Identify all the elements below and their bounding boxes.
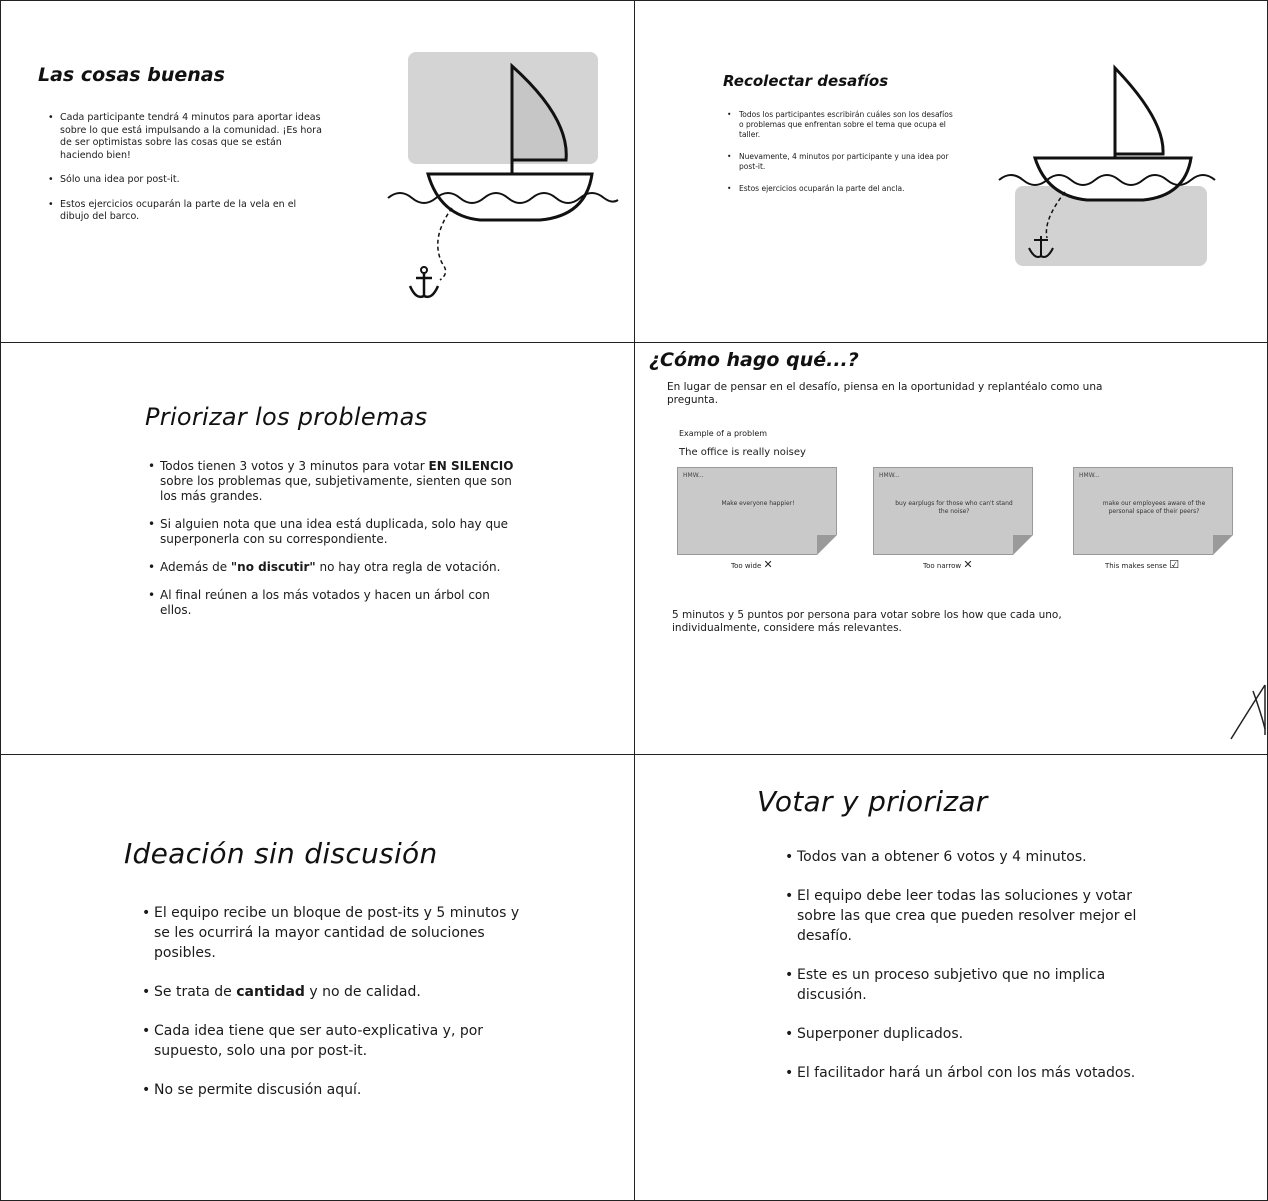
slide-recolectar-desafios: Recolectar desafíos Todos los participan… — [635, 0, 1268, 342]
bullet-list: Cada participante tendrá 4 minutos para … — [48, 112, 328, 236]
grid-divider-row2 — [0, 754, 1268, 755]
slide-como-hago-que: ¿Cómo hago qué...? En lugar de pensar en… — [635, 343, 1268, 754]
slide-title: Votar y priorizar — [757, 785, 988, 818]
bullet-item: Cada participante tendrá 4 minutos para … — [48, 112, 328, 162]
note-text: make our employees aware of the personal… — [1102, 500, 1206, 515]
note-caption: Too wide ✕ — [731, 558, 773, 571]
slide-ideacion-sin-discusion: Ideación sin discusión El equipo recibe … — [0, 755, 634, 1201]
bullet-item: Si alguien nota que una idea está duplic… — [148, 517, 518, 547]
bullet-text: Se trata de — [154, 984, 237, 1000]
sailboat-sail-highlight-icon — [387, 52, 619, 299]
bullet-emphasis: EN SILENCIO — [428, 459, 514, 473]
slide-title: Priorizar los problemas — [145, 403, 428, 431]
bullet-item: Al final reúnen a los más votados y hace… — [148, 588, 518, 618]
bullet-list: El equipo recibe un bloque de post-its y… — [142, 903, 522, 1119]
bullet-item: El facilitador hará un árbol con los más… — [785, 1063, 1165, 1083]
note-text: buy earplugs for those who can't stand t… — [895, 500, 1013, 515]
note-caption: Too narrow ✕ — [923, 558, 973, 571]
bullet-emphasis: cantidad — [236, 984, 305, 1000]
bullet-item: No se permite discusión aquí. — [142, 1080, 522, 1100]
caption-text: Too narrow — [923, 562, 962, 570]
grid-divider-vertical — [634, 0, 635, 1201]
note-hmw: HMW... — [879, 472, 900, 479]
bullet-text: Todos tienen 3 votos y 3 minutos para vo… — [160, 459, 429, 473]
sticky-note: HMW... buy earplugs for those who can't … — [873, 467, 1033, 555]
bullet-item: Estos ejercicios ocuparán la parte del a… — [727, 184, 957, 194]
bullet-list: Todos tienen 3 votos y 3 minutos para vo… — [148, 459, 518, 631]
bullet-text: Además de — [160, 560, 231, 574]
caption-text: Too wide — [731, 562, 762, 570]
bullet-item: Todos los participantes escribirán cuále… — [727, 110, 957, 140]
sail-fragment-icon — [1230, 684, 1266, 740]
bullet-item: Además de "no discutir" no hay otra regl… — [148, 560, 518, 575]
note-fold — [817, 535, 837, 555]
note-text: Make everyone happier! — [721, 500, 795, 507]
bullet-item: Todos van a obtener 6 votos y 4 minutos. — [785, 847, 1165, 867]
sticky-note: HMW... make our employees aware of the p… — [1073, 467, 1233, 555]
note-hmw: HMW... — [1079, 472, 1100, 479]
note-caption: This makes sense ☑ — [1105, 558, 1179, 571]
caption-text: This makes sense — [1105, 562, 1167, 570]
bullet-item: El equipo recibe un bloque de post-its y… — [142, 903, 522, 963]
bullet-text: no hay otra regla de votación. — [315, 560, 501, 574]
slide-footnote: 5 minutos y 5 puntos por persona para vo… — [672, 609, 1062, 634]
bullet-emphasis: "no discutir" — [230, 560, 316, 574]
sticky-note: HMW... Make everyone happier! — [677, 467, 837, 555]
bullet-item: Cada idea tiene que ser auto-explicativa… — [142, 1021, 522, 1061]
note-fold — [1013, 535, 1033, 555]
checkbox-icon: ☑ — [1169, 558, 1180, 571]
x-mark-icon: ✕ — [963, 558, 973, 571]
bullet-item: Estos ejercicios ocuparán la parte de la… — [48, 199, 328, 224]
grid-divider-row1 — [0, 342, 1268, 343]
bullet-item: Todos tienen 3 votos y 3 minutos para vo… — [148, 459, 518, 504]
bullet-text: sobre los problemas que, subjetivamente,… — [160, 474, 512, 503]
example-text: The office is really noisey — [679, 447, 806, 458]
slide-intro: En lugar de pensar en el desafío, piensa… — [667, 381, 1103, 406]
slide-votar-y-priorizar: Votar y priorizar Todos van a obtener 6 … — [635, 755, 1268, 1201]
bullet-item: Superponer duplicados. — [785, 1024, 1165, 1044]
bullet-text: y no de calidad. — [304, 984, 421, 1000]
sailboat-anchor-highlight-icon — [998, 64, 1216, 266]
slide-priorizar-problemas: Priorizar los problemas Todos tienen 3 v… — [0, 343, 634, 754]
bullet-item: El equipo debe leer todas las soluciones… — [785, 886, 1165, 946]
slide-title: ¿Cómo hago qué...? — [649, 349, 859, 371]
slide-title: Las cosas buenas — [38, 64, 225, 86]
bullet-list: Todos van a obtener 6 votos y 4 minutos.… — [785, 847, 1165, 1102]
slide-title: Recolectar desafíos — [723, 72, 889, 90]
x-mark-icon: ✕ — [763, 558, 773, 571]
bullet-item: Se trata de cantidad y no de calidad. — [142, 982, 522, 1002]
slide-title: Ideación sin discusión — [124, 837, 438, 870]
note-hmw: HMW... — [683, 472, 704, 479]
note-fold — [1213, 535, 1233, 555]
bullet-list: Todos los participantes escribirán cuále… — [727, 110, 957, 206]
example-label: Example of a problem — [679, 429, 768, 438]
slide-las-cosas-buenas: Las cosas buenas Cada participante tendr… — [0, 0, 634, 342]
bullet-item: Nuevamente, 4 minutos por participante y… — [727, 152, 957, 172]
bullet-item: Este es un proceso subjetivo que no impl… — [785, 965, 1165, 1005]
bullet-item: Sólo una idea por post-it. — [48, 174, 328, 187]
